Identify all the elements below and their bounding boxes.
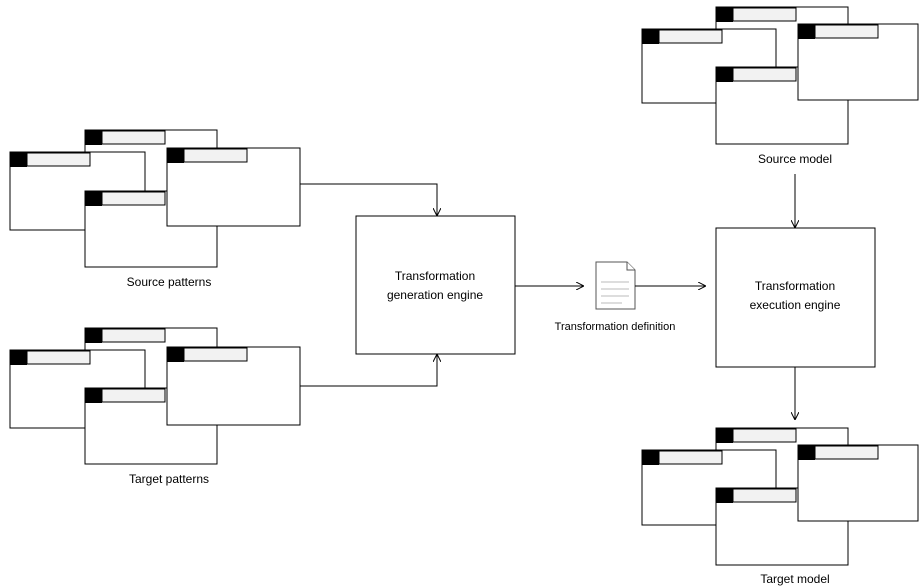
generation-engine-line2: generation engine	[387, 288, 483, 302]
window	[797, 23, 919, 101]
target-patterns-label: Target patterns	[129, 472, 209, 486]
target-model-label: Target model	[760, 572, 829, 586]
arrow-target-patterns-to-engine	[300, 355, 437, 387]
target-patterns-window-stack-icon	[9, 327, 301, 465]
source-model-label: Source model	[758, 152, 832, 166]
generation-engine-box: Transformation generation engine	[355, 215, 516, 355]
source-patterns-label: Source patterns	[127, 275, 212, 289]
execution-engine-box: Transformation execution engine	[715, 227, 876, 368]
execution-engine-line2: execution engine	[750, 298, 841, 312]
execution-engine-line1: Transformation	[755, 279, 835, 293]
document-icon	[595, 261, 636, 310]
window	[797, 444, 919, 522]
transformation-definition-label: Transformation definition	[555, 321, 676, 333]
window	[166, 346, 301, 426]
arrow-source-patterns-to-engine	[300, 183, 437, 215]
source-model-window-stack-icon	[641, 6, 919, 145]
window	[166, 147, 301, 227]
source-patterns-window-stack-icon	[9, 129, 301, 268]
target-model-window-stack-icon	[641, 427, 919, 566]
generation-engine-line1: Transformation	[395, 269, 475, 283]
